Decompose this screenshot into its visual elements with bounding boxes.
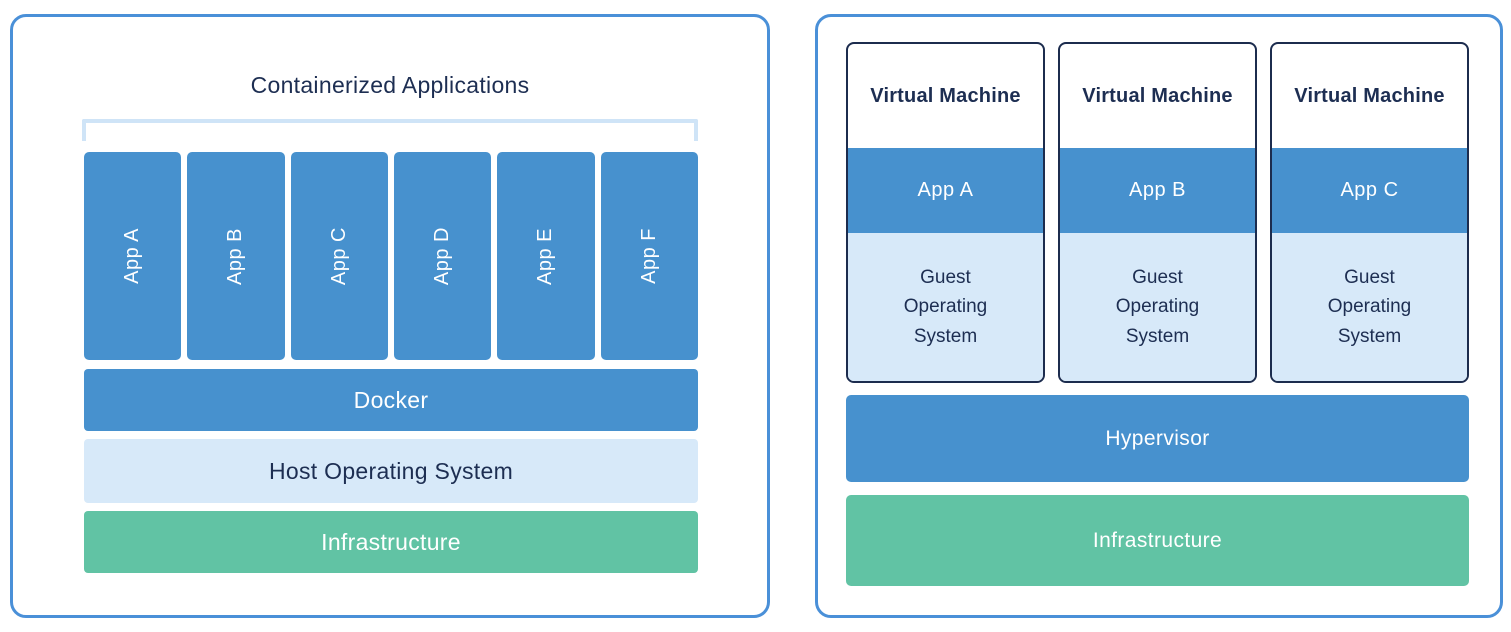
container-app-e-label: App E bbox=[534, 227, 557, 285]
vm1-guest-os-label: Guest Operating System bbox=[903, 266, 988, 347]
container-apps-row: App A App B App C App D App E App F bbox=[84, 152, 698, 360]
container-app-c: App C bbox=[290, 152, 388, 360]
vm3-app-label: App C bbox=[1340, 179, 1399, 201]
vm2-app-label: App B bbox=[1129, 179, 1186, 201]
vm3-guest-os: Guest Operating System bbox=[1272, 233, 1467, 381]
apps-group-bracket bbox=[82, 119, 698, 141]
virtual-machines-panel: Virtual Machine App A Guest Operating Sy… bbox=[815, 14, 1503, 618]
vm3-guest-os-label: Guest Operating System bbox=[1327, 266, 1412, 347]
vm2-app: App B bbox=[1060, 148, 1255, 233]
vm-box-2: Virtual Machine App B Guest Operating Sy… bbox=[1058, 42, 1257, 383]
vm1-guest-os: Guest Operating System bbox=[848, 233, 1043, 381]
infrastructure-right-label: Infrastructure bbox=[1092, 528, 1223, 552]
vm3-app: App C bbox=[1272, 148, 1467, 233]
container-app-e: App E bbox=[497, 152, 595, 360]
container-app-b-label: App B bbox=[224, 227, 247, 285]
vm-box-1: Virtual Machine App A Guest Operating Sy… bbox=[846, 42, 1045, 383]
infrastructure-layer-right: Infrastructure bbox=[846, 495, 1469, 586]
host-operating-system-layer: Host Operating System bbox=[84, 439, 698, 503]
container-app-d: App D bbox=[393, 152, 492, 360]
container-app-c-label: App C bbox=[327, 226, 350, 286]
hypervisor-layer: Hypervisor bbox=[846, 395, 1469, 482]
vm2-title: Virtual Machine bbox=[1082, 84, 1233, 107]
left-panel-title: Containerized Applications bbox=[250, 72, 530, 98]
vm1-app-label: App A bbox=[917, 179, 974, 201]
container-app-f-label: App F bbox=[637, 228, 660, 284]
hypervisor-label: Hypervisor bbox=[1105, 426, 1210, 450]
infrastructure-left-label: Infrastructure bbox=[321, 528, 461, 555]
vm3-title: Virtual Machine bbox=[1294, 84, 1445, 107]
containerized-applications-panel: Containerized Applications App A App B A… bbox=[10, 14, 770, 618]
vm2-guest-os-label: Guest Operating System bbox=[1115, 266, 1200, 347]
docker-layer: Docker bbox=[84, 369, 698, 431]
container-app-d-label: App D bbox=[431, 226, 454, 286]
host-operating-system-label: Host Operating System bbox=[268, 457, 514, 484]
vm-row: Virtual Machine App A Guest Operating Sy… bbox=[846, 42, 1469, 383]
container-app-b: App B bbox=[187, 152, 285, 360]
vm2-guest-os: Guest Operating System bbox=[1060, 233, 1255, 381]
docker-layer-label: Docker bbox=[353, 386, 429, 413]
vm1-title: Virtual Machine bbox=[870, 84, 1021, 107]
infrastructure-layer-left: Infrastructure bbox=[84, 511, 698, 573]
container-app-a-label: App A bbox=[121, 228, 144, 284]
vm1-app: App A bbox=[848, 148, 1043, 233]
container-app-f: App F bbox=[600, 152, 698, 360]
container-app-a: App A bbox=[84, 152, 182, 360]
vm-box-3: Virtual Machine App C Guest Operating Sy… bbox=[1270, 42, 1469, 383]
